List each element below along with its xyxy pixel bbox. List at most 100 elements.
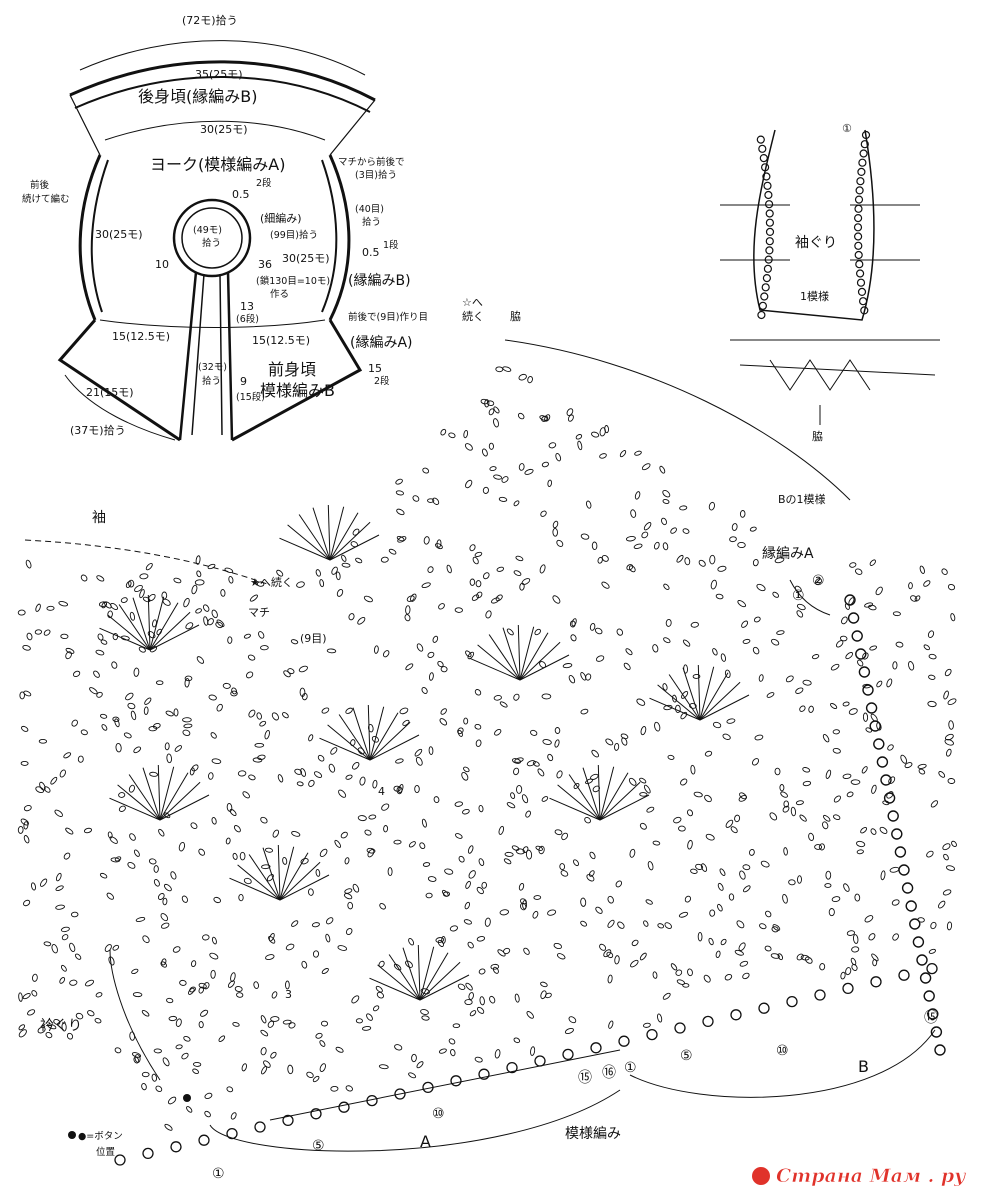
chain-stitch-icon bbox=[415, 756, 423, 766]
chain-stitch-icon bbox=[128, 784, 135, 793]
chain-stitch-icon bbox=[233, 825, 241, 833]
chain-stitch-icon bbox=[687, 809, 693, 817]
chain-stitch-icon bbox=[96, 575, 105, 582]
chain-stitch-icon bbox=[125, 581, 132, 588]
row-15-b: 2段 bbox=[374, 375, 390, 387]
chain-stitch-icon bbox=[880, 870, 886, 881]
chain-stitch-icon bbox=[263, 1060, 271, 1068]
chain-stitch-icon bbox=[65, 651, 72, 660]
chain-stitch-icon bbox=[308, 734, 314, 742]
chain-stitch-icon bbox=[315, 1032, 323, 1039]
chain-stitch-icon bbox=[94, 1017, 102, 1024]
chain-stitch-icon bbox=[432, 635, 439, 643]
chain-stitch-icon bbox=[191, 764, 199, 772]
armhole-stitch-icon bbox=[764, 190, 773, 200]
double-crochet-stitch-icon bbox=[277, 844, 281, 901]
chain-stitch-icon bbox=[927, 630, 935, 638]
chain-stitch-icon bbox=[133, 667, 140, 677]
chain-stitch-icon bbox=[796, 610, 804, 618]
chain-stitch-icon bbox=[604, 425, 609, 434]
chain-stitch-icon bbox=[544, 414, 551, 422]
armhole-stitch-icon bbox=[853, 214, 863, 223]
chain-stitch-icon bbox=[196, 570, 202, 578]
chain-stitch-icon bbox=[208, 772, 214, 780]
double-crochet-stitch-icon bbox=[159, 781, 201, 821]
bottom-37: (37モ)拾う bbox=[70, 423, 126, 437]
double-crochet-stitch-icon bbox=[502, 627, 521, 681]
chain-stitch-icon bbox=[249, 594, 258, 602]
armhole-stitch-icon bbox=[758, 301, 768, 310]
chain-stitch-icon bbox=[35, 603, 41, 612]
chain-stitch-icon bbox=[395, 478, 403, 485]
chain-stitch-icon bbox=[18, 1024, 26, 1031]
chain-stitch-icon bbox=[741, 620, 749, 628]
chain-stitch-icon bbox=[393, 839, 402, 845]
chain-stitch-icon bbox=[388, 548, 397, 555]
chain-stitch-icon bbox=[879, 826, 888, 834]
chain-stitch-icon bbox=[425, 892, 433, 899]
armhole-stitch-icon bbox=[756, 135, 765, 144]
chain-stitch-icon bbox=[947, 778, 956, 784]
chain-stitch-icon bbox=[493, 694, 502, 701]
front-9-b: (15段) bbox=[236, 391, 265, 403]
chain-stitch-icon bbox=[712, 648, 718, 656]
double-crochet-stitch-icon bbox=[699, 694, 750, 721]
chain-stitch-icon bbox=[268, 932, 275, 942]
chain-stitch-icon bbox=[489, 466, 497, 472]
chain-stitch-icon bbox=[603, 949, 612, 958]
chain-stitch-icon bbox=[502, 366, 512, 372]
chain-stitch-icon bbox=[862, 712, 869, 722]
chain-stitch-icon bbox=[437, 939, 445, 947]
chain-stitch-icon bbox=[234, 986, 243, 992]
chain-stitch-icon bbox=[196, 656, 205, 664]
chain-stitch-icon bbox=[724, 669, 731, 678]
right-15: 15(12.5モ) bbox=[252, 334, 310, 347]
chain-stitch-icon bbox=[192, 1068, 199, 1075]
chain-stitch-icon bbox=[209, 952, 219, 960]
chain-stitch-icon bbox=[138, 646, 146, 653]
chain-stitch-icon bbox=[229, 808, 237, 817]
chain-stitch-icon bbox=[454, 801, 463, 807]
chain-stitch-icon bbox=[599, 943, 607, 951]
chain-stitch-icon bbox=[682, 983, 690, 988]
stitch-chart: ☆へ 続く 脇 Bの1模様 縁編みA ① ② 袖 ★へ続く マチ (9目) 衿ぐ… bbox=[17, 130, 957, 1182]
chain-stitch-icon bbox=[414, 784, 420, 794]
chain-stitch-icon bbox=[530, 729, 538, 736]
chain-stitch-icon bbox=[71, 719, 78, 727]
double-crochet-stitch-icon bbox=[419, 961, 461, 1001]
chain-stitch-icon bbox=[319, 579, 325, 588]
yoke-title: ヨーク(模様編みA) bbox=[150, 155, 285, 174]
chain-stitch-icon bbox=[321, 968, 329, 974]
chain-stitch-icon bbox=[230, 1112, 237, 1120]
chain-stitch-icon bbox=[237, 770, 247, 777]
chain-stitch-icon bbox=[439, 718, 448, 726]
double-crochet-stitch-icon bbox=[519, 632, 549, 681]
chain-stitch-icon bbox=[667, 754, 675, 760]
chain-stitch-icon bbox=[416, 1061, 424, 1069]
chain-stitch-icon bbox=[394, 1044, 403, 1051]
chain-stitch-icon bbox=[411, 1053, 417, 1063]
chain-stitch-icon bbox=[111, 661, 118, 669]
chain-stitch-icon bbox=[663, 583, 670, 590]
chain-stitch-icon bbox=[22, 993, 31, 1000]
armhole-stitch-icon bbox=[765, 227, 775, 236]
chain-stitch-icon bbox=[869, 645, 878, 651]
chain-stitch-icon bbox=[202, 934, 210, 941]
chain-stitch-icon bbox=[270, 1051, 277, 1059]
chain-stitch-icon bbox=[372, 779, 378, 789]
chain-stitch-icon bbox=[841, 616, 848, 625]
chain-stitch-icon bbox=[166, 753, 172, 764]
chain-stitch-icon bbox=[421, 818, 427, 828]
chain-stitch-icon bbox=[808, 705, 814, 713]
chain-stitch-icon bbox=[513, 500, 520, 507]
double-crochet-stitch-icon bbox=[109, 797, 161, 821]
chain-stitch-icon bbox=[242, 791, 250, 799]
chain-stitch-icon bbox=[710, 579, 717, 590]
chain-stitch-icon bbox=[416, 643, 424, 652]
chain-stitch-icon bbox=[232, 852, 238, 860]
chain-stitch-icon bbox=[243, 877, 252, 885]
edge-a-title: 縁編みA bbox=[762, 546, 814, 562]
chain-stitch-icon bbox=[404, 614, 411, 622]
chain-stitch-icon bbox=[183, 597, 190, 608]
